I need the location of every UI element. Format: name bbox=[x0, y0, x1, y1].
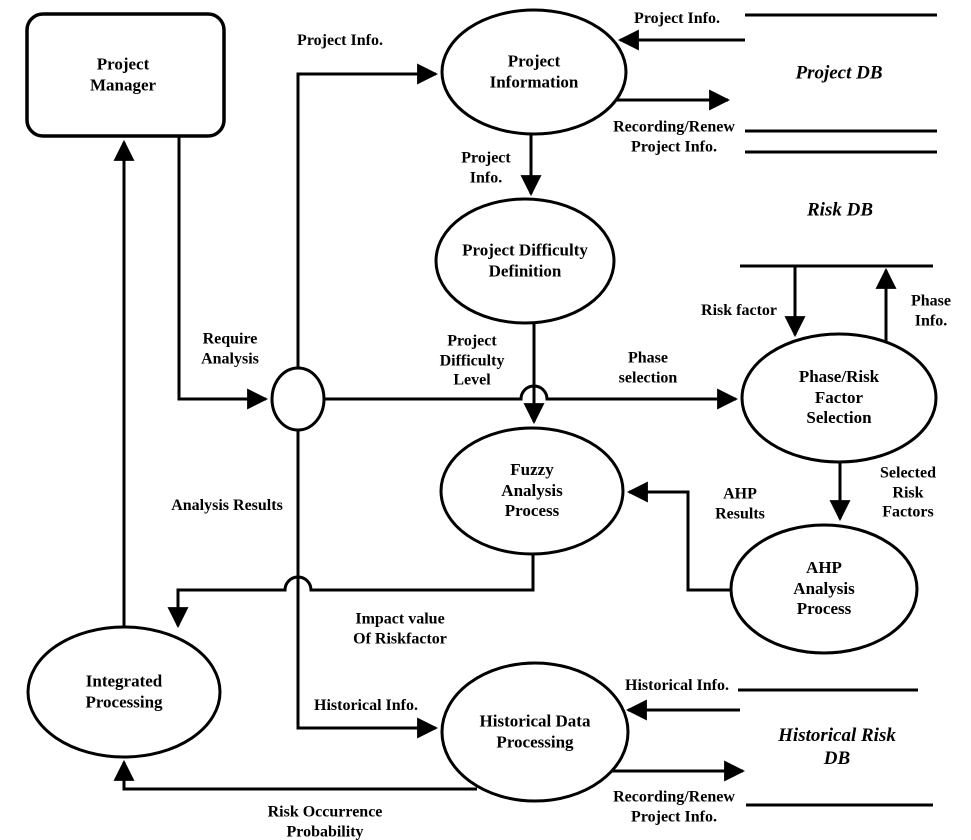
arrow-connector-to-historical-processing bbox=[296, 430, 439, 739]
flow-impact-value-label: Impact value Of Riskfactor bbox=[353, 610, 447, 647]
phase-risk-selection-label: Phase/Risk Factor Selection bbox=[798, 366, 880, 428]
arrow-manager-to-connector bbox=[177, 136, 269, 410]
risk-db-label: Risk DB bbox=[807, 199, 873, 221]
flow-phase-info-label: Phase Info. bbox=[911, 292, 951, 329]
integrated-processing-ellipse bbox=[26, 625, 222, 759]
flow-historical-info-left-label: Historical Info. bbox=[314, 697, 418, 715]
fuzzy-analysis-ellipse bbox=[439, 426, 625, 556]
flow-project-info-db-in-label: Project Info. bbox=[634, 10, 720, 28]
project-manager-box bbox=[25, 12, 226, 138]
historical-processing-label: Historical Data Processing bbox=[479, 711, 591, 751]
flow-phase-selection-label: Phase selection bbox=[618, 349, 678, 386]
historical-risk-db-label: Historical Risk DB bbox=[778, 724, 896, 769]
flow-recording-renew-historical-label: Recording/Renew Project Info. bbox=[613, 788, 735, 825]
flow-recording-renew-project-label: Recording/Renew Project Info. bbox=[613, 118, 735, 155]
flow-project-info-down-label: Project Info. bbox=[461, 149, 511, 186]
flow-historical-info-db-label: Historical Info. bbox=[625, 677, 729, 695]
arrow-historical-to-integrated bbox=[113, 759, 477, 791]
historical-processing-ellipse bbox=[440, 661, 630, 803]
ahp-analysis-ellipse bbox=[729, 523, 919, 655]
flow-project-difficulty-level-label: Project Difficulty Level bbox=[439, 332, 505, 389]
flow-risk-occurrence-label: Risk Occurrence Probability bbox=[267, 803, 383, 840]
project-manager-label: Project Manager bbox=[89, 54, 157, 94]
fuzzy-analysis-label: Fuzzy Analysis Process bbox=[501, 459, 563, 521]
project-difficulty-ellipse bbox=[434, 197, 616, 325]
arrow-fuzzy-to-integrated bbox=[167, 554, 535, 629]
junction-connector-circle bbox=[270, 366, 326, 432]
flow-ahp-results-label: AHP Results bbox=[715, 485, 765, 522]
ahp-analysis-label: AHP Analysis Process bbox=[793, 557, 855, 619]
flow-selected-risk-factors-label: Selected Risk Factors bbox=[880, 464, 936, 521]
integrated-processing-label: Integrated Processing bbox=[85, 671, 163, 711]
project-db-label: Project DB bbox=[795, 62, 883, 84]
project-information-ellipse bbox=[440, 8, 628, 136]
project-difficulty-label: Project Difficulty Definition bbox=[462, 240, 588, 280]
arrow-ahp-to-fuzzy bbox=[626, 481, 731, 592]
flow-require-analysis-label: Require Analysis bbox=[201, 330, 259, 367]
arrow-connector-to-phase-risk-selection bbox=[324, 384, 739, 410]
flow-project-info-top-label: Project Info. bbox=[297, 32, 383, 50]
arrow-connector-to-project-information bbox=[296, 63, 439, 368]
flow-analysis-results-label: Analysis Results bbox=[171, 497, 283, 515]
phase-risk-selection-ellipse bbox=[740, 332, 938, 464]
project-information-label: Project Information bbox=[489, 51, 579, 91]
flow-risk-factor-label: Risk factor bbox=[701, 302, 777, 320]
